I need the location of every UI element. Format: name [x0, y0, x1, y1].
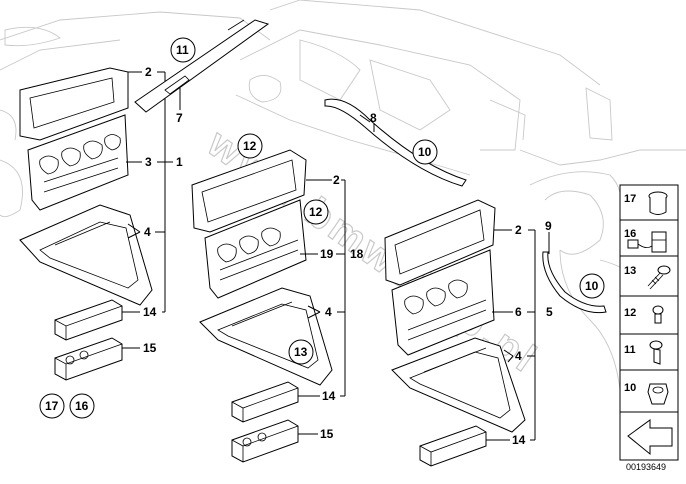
callout-labels: 2 3 1 4 14 15 7 8 2 19 18 4 14 15 2 9 6 …	[143, 65, 553, 447]
callout-7: 7	[176, 111, 183, 125]
callout-8: 8	[370, 111, 377, 125]
bolt-icon	[649, 340, 663, 365]
callout-12-circled-b: 12	[309, 205, 323, 219]
callout-10-circled-top: 10	[418, 145, 432, 159]
callout-17-circled: 17	[45, 399, 59, 413]
middle-leaders	[298, 179, 346, 435]
trim-strips	[134, 19, 607, 314]
callout-14-right: 14	[512, 433, 526, 447]
callout-13-circled: 13	[294, 345, 308, 359]
left-leaders	[122, 71, 173, 349]
sheet-metal-screw-icon	[647, 265, 671, 290]
legend-label-17: 17	[624, 193, 636, 205]
legend-label-11: 11	[624, 344, 636, 356]
middle-assembly	[191, 149, 333, 463]
lighter-socket-icon	[627, 231, 667, 253]
callout-9: 9	[545, 219, 552, 233]
callout-18: 18	[350, 247, 364, 261]
callout-12-circled-a: 12	[243, 139, 257, 153]
left-assembly	[19, 67, 153, 381]
legend-label-12: 12	[624, 307, 636, 319]
fillister-screw-icon	[652, 305, 664, 324]
callout-3: 3	[145, 155, 152, 169]
callout-16-circled: 16	[75, 399, 89, 413]
socket-cap-icon	[648, 191, 668, 215]
small-parts-legend: 17 16 13 12 11 10	[619, 184, 679, 461]
callout-2-left: 2	[145, 65, 152, 79]
callout-4-left: 4	[144, 225, 151, 239]
callout-1: 1	[176, 155, 183, 169]
legend-label-10: 10	[624, 382, 636, 394]
right-assembly	[384, 199, 526, 467]
callout-5: 5	[546, 305, 553, 319]
callout-15-left: 15	[143, 341, 157, 355]
background-interior-sketch	[0, 0, 686, 391]
callout-11-circled: 11	[176, 43, 189, 57]
direction-arrow-icon	[627, 419, 673, 456]
callout-14-middle: 14	[322, 389, 336, 403]
legend-label-13: 13	[624, 265, 636, 277]
circled-callouts: 11 10 12 12 13 10 17 16	[39, 37, 605, 419]
callout-15-middle: 15	[320, 427, 334, 441]
legend-label-16: 16	[624, 228, 636, 240]
callout-14-left: 14	[143, 305, 157, 319]
callout-4-right: 4	[515, 349, 522, 363]
callout-2-middle: 2	[333, 173, 340, 187]
callout-6: 6	[515, 305, 522, 319]
callout-2-right: 2	[515, 223, 522, 237]
catalog-code: 00193649	[626, 462, 666, 472]
callout-10-circled-right: 10	[585, 279, 599, 293]
right-leaders	[486, 229, 536, 441]
callout-19: 19	[320, 247, 334, 261]
clip-nut-icon	[647, 383, 669, 405]
callout-4-middle: 4	[325, 305, 332, 319]
